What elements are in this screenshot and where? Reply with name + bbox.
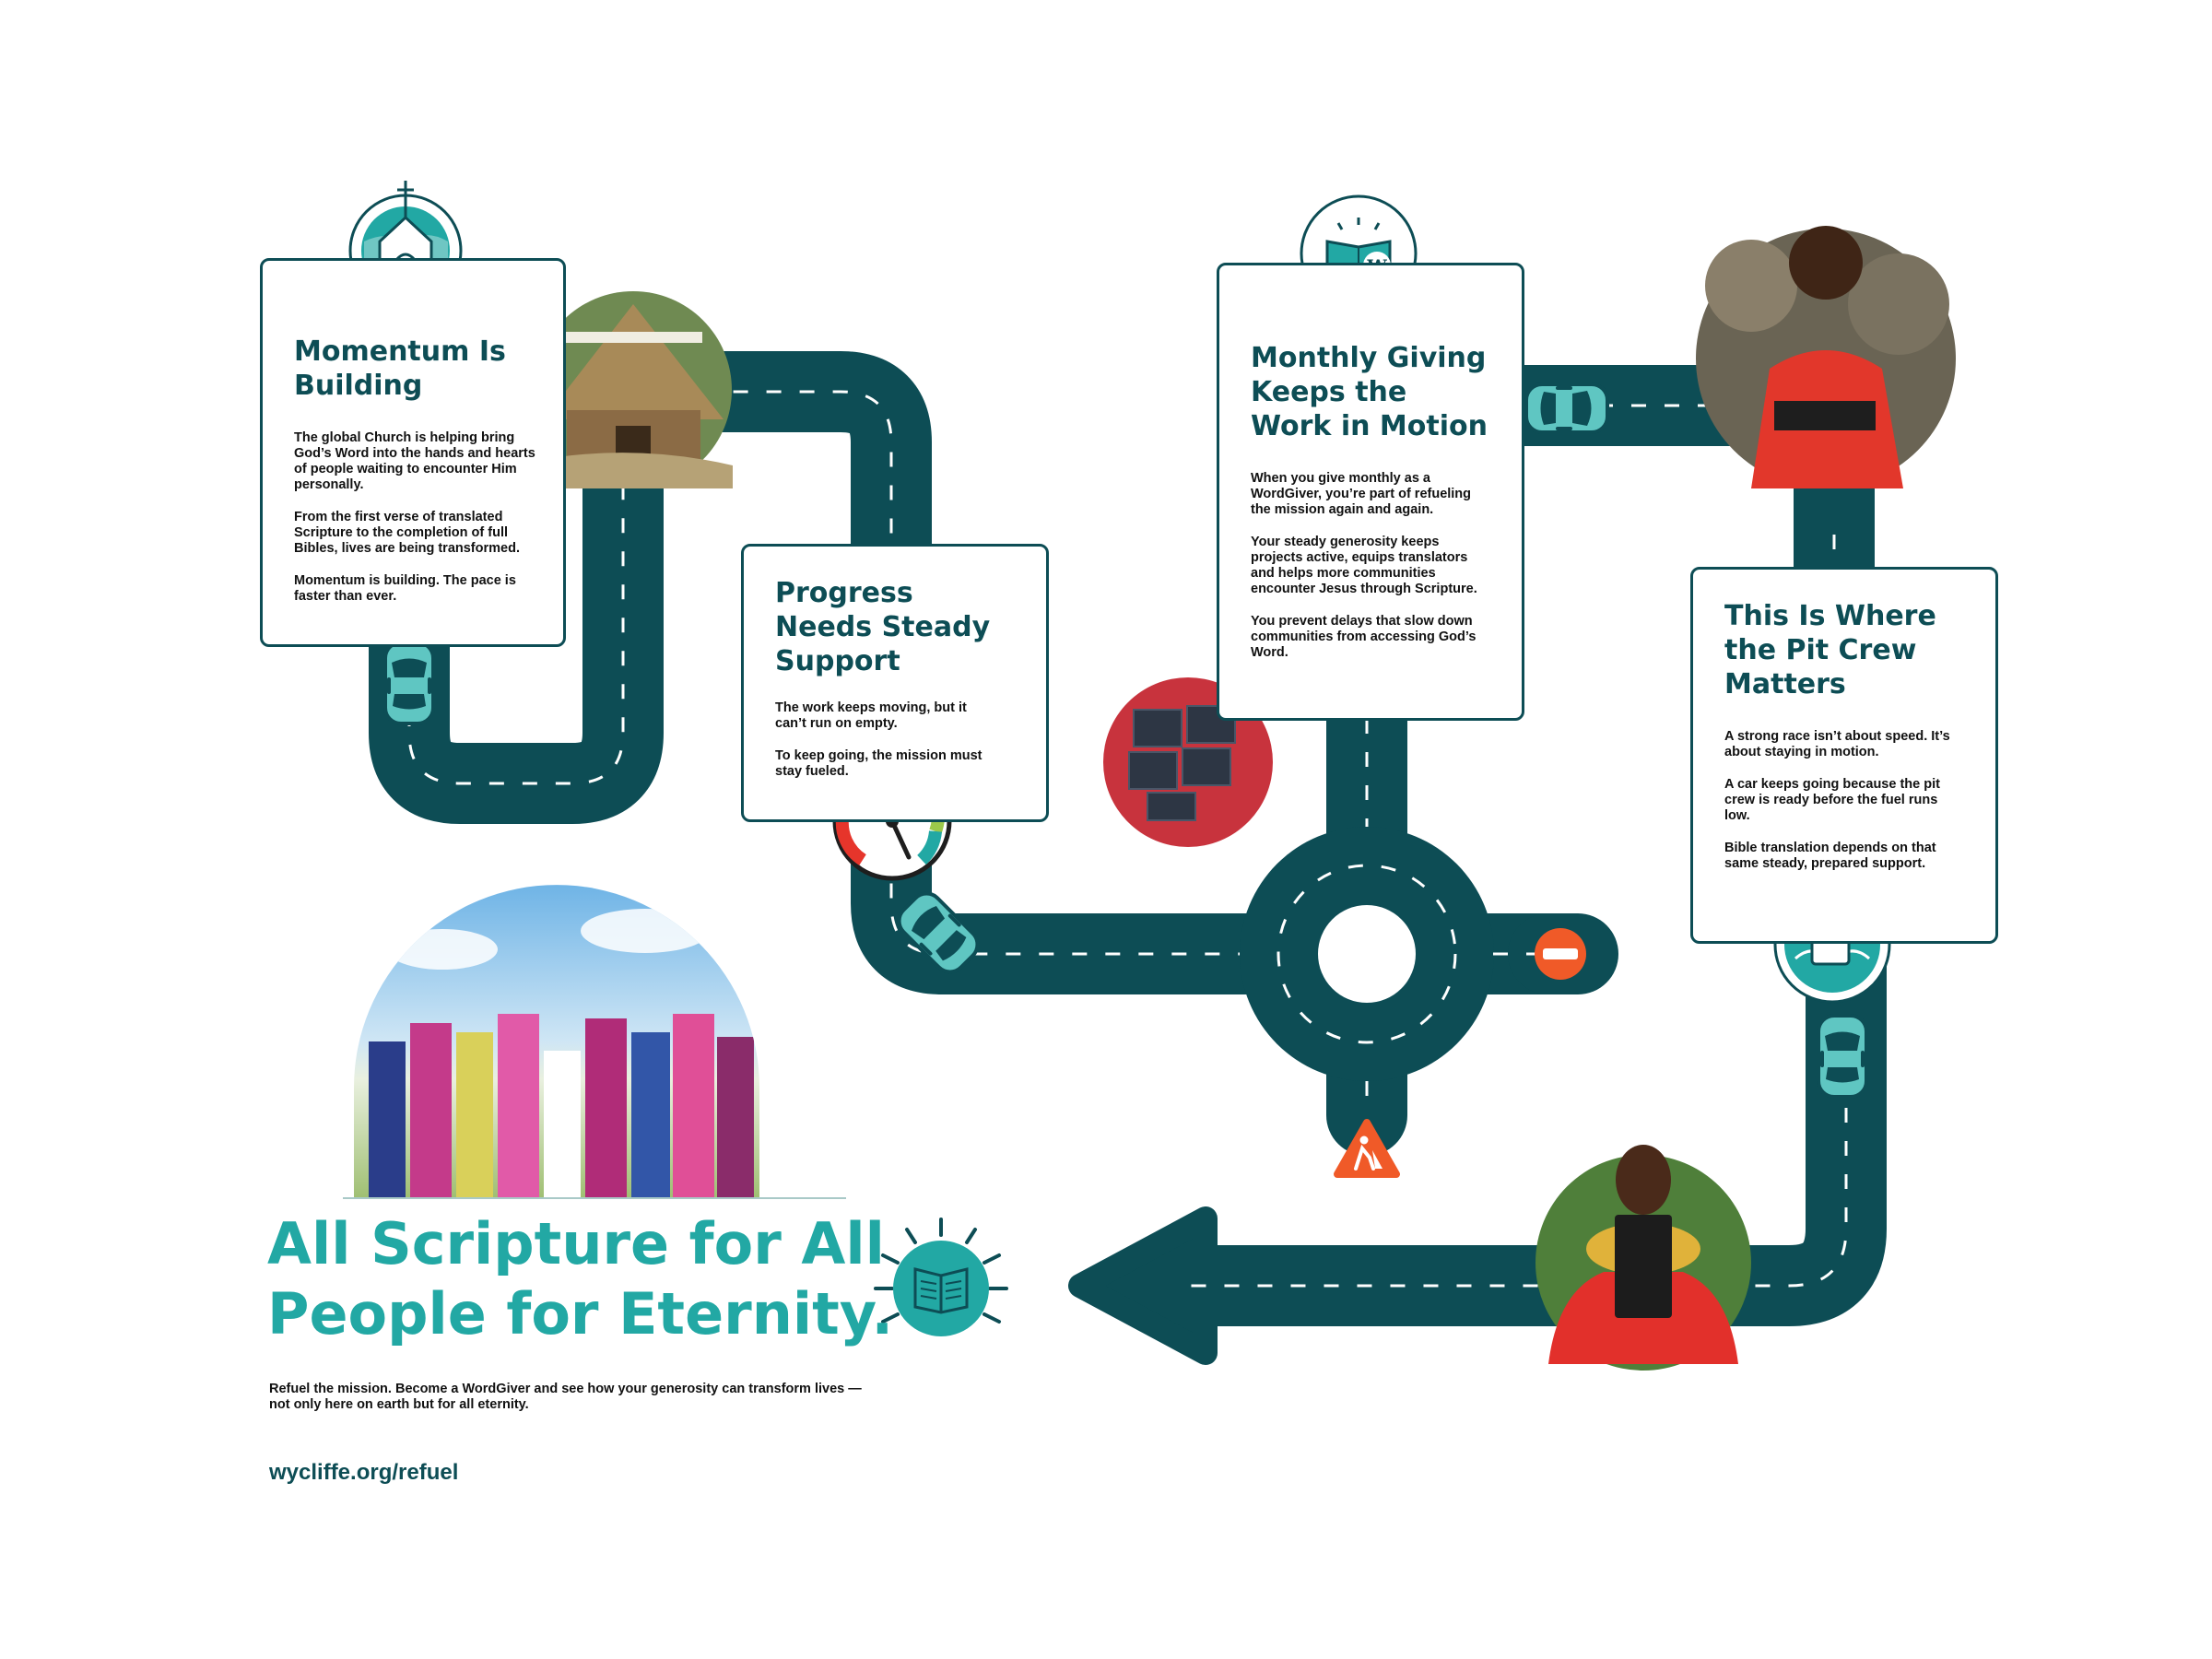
road-arrow-head (1068, 1206, 1218, 1365)
card-title: Progress Needs Steady Support (775, 577, 991, 677)
no-entry-sign-icon (1535, 928, 1586, 980)
card-title: This Is Where the Pit Crew Matters (1724, 600, 1936, 700)
website-link[interactable]: wycliffe.org/refuel (269, 1460, 459, 1485)
card-monthly-giving: Monthly Giving Keeps the Work in Motion … (1217, 263, 1524, 721)
headline: All Scripture for All People for Eternit… (267, 1210, 894, 1347)
card-title: Monthly Giving Keeps the Work in Motion (1251, 342, 1488, 442)
card-paragraph: You prevent delays that slow down commun… (1251, 614, 1477, 660)
card-paragraph: A strong race isn’t about speed. It’s ab… (1724, 729, 1950, 759)
card-pit-crew-matters: This Is Where the Pit Crew Matters A str… (1690, 567, 1998, 944)
card-paragraph: The work keeps moving, but it can’t run … (775, 700, 967, 731)
road-work-sign-icon (1334, 1119, 1400, 1178)
car-icon (383, 641, 435, 725)
card-paragraph: The global Church is helping bring God’s… (294, 430, 535, 492)
open-bible-icon (874, 1218, 1008, 1336)
car-icon (1817, 1014, 1868, 1099)
card-momentum-building: Momentum Is Building The global Church i… (260, 258, 566, 647)
card-paragraph: Momentum is building. The pace is faster… (294, 573, 516, 604)
card-paragraph: Bible translation depends on that same s… (1724, 841, 1936, 871)
photo-church-hut (535, 291, 733, 488)
footer-body-text: Refuel the mission. Become a WordGiver a… (269, 1382, 862, 1412)
card-paragraph: To keep going, the mission must stay fue… (775, 748, 982, 779)
card-paragraph: When you give monthly as a WordGiver, yo… (1251, 471, 1472, 517)
card-paragraph: From the first verse of translated Scrip… (294, 510, 520, 556)
photo-woman-with-bible (1535, 1145, 1751, 1371)
card-paragraph: Your steady generosity keeps projects ac… (1251, 535, 1477, 596)
card-progress-steady-support: Progress Needs Steady Support The work k… (741, 544, 1049, 822)
roundabout-island (1318, 905, 1416, 1003)
card-paragraph: A car keeps going because the pit crew i… (1724, 777, 1940, 823)
card-title: Momentum Is Building (294, 335, 506, 402)
photo-man-reading (1696, 226, 1956, 488)
photo-women-group (343, 885, 846, 1199)
car-icon (1524, 382, 1609, 434)
